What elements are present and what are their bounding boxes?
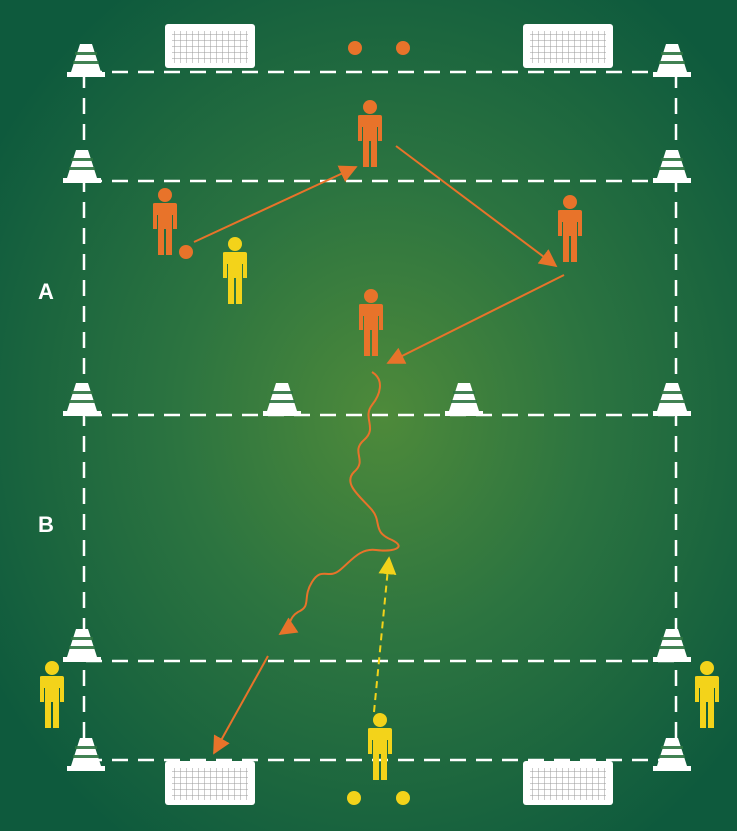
goal-icon bbox=[165, 761, 255, 805]
run-arrow bbox=[373, 556, 397, 713]
ball-icon bbox=[396, 791, 410, 805]
goal-icon bbox=[165, 24, 255, 68]
pass-arrow bbox=[386, 274, 565, 364]
zone-label-a: A bbox=[38, 279, 54, 304]
pass-arrow bbox=[193, 165, 358, 243]
zone-label-b: B bbox=[38, 512, 54, 537]
ball-icon bbox=[347, 791, 361, 805]
ball-icon bbox=[348, 41, 362, 55]
goal-icon bbox=[523, 24, 613, 68]
ball-icon bbox=[179, 245, 193, 259]
dribble-path bbox=[278, 371, 400, 635]
pass-arrow bbox=[213, 655, 269, 755]
pass-arrow bbox=[395, 145, 558, 268]
goal-icon bbox=[523, 761, 613, 805]
ball-icon bbox=[396, 41, 410, 55]
